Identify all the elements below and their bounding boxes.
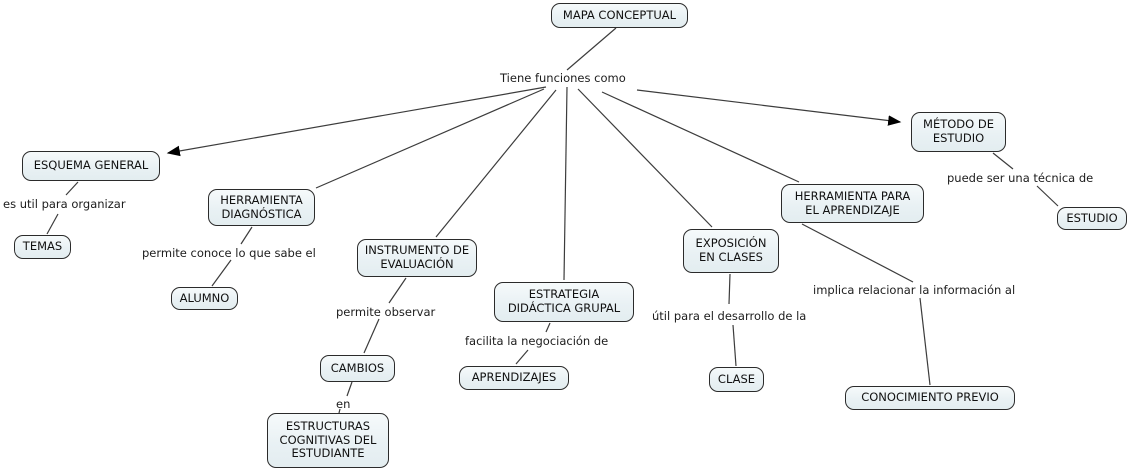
phrase-permite-observar[interactable]: permite observar [336, 305, 436, 319]
node-alumno[interactable]: ALUMNO [171, 287, 238, 310]
edge-instrumento-to-permiteobservar [388, 277, 407, 304]
node-herramienta-aprendizaje[interactable]: HERRAMIENTA PARA EL APRENDIZAJE [781, 184, 924, 223]
edge-herraprend-to-implica [801, 223, 914, 283]
edge-facilita-to-aprendizajes [515, 349, 529, 365]
edge-implica-to-conocimiento [919, 297, 931, 386]
node-metodo-de-estudio[interactable]: MÉTODO DE ESTUDIO [911, 112, 1006, 152]
edge-exposicion-to-util [728, 273, 731, 305]
edge-estrategia-to-facilita [545, 322, 551, 333]
edge-util-to-clase [732, 324, 737, 367]
edge-metodo-to-puedeser [992, 152, 1014, 170]
edge-esquema-to-esutil [65, 181, 79, 196]
phrase-es-util-para-organizar[interactable]: es util para organizar [3, 197, 126, 211]
phrase-puede-ser-tecnica[interactable]: puede ser una técnica de [947, 171, 1094, 185]
node-herramienta-diagnostica[interactable]: HERRAMIENTA DIAGNÓSTICA [208, 189, 315, 226]
phrase-implica-relacionar[interactable]: implica relacionar la información al [813, 283, 1016, 297]
edge-tiene-to-exposicion [577, 88, 713, 228]
node-exposicion-en-clases[interactable]: EXPOSICIÓN EN CLASES [683, 229, 779, 273]
node-estudio[interactable]: ESTUDIO [1057, 207, 1127, 230]
edge-tiene-to-estrategia [563, 86, 568, 281]
edge-cambios-to-en [346, 381, 353, 397]
node-instrumento-de-evaluacion[interactable]: INSTRUMENTO DE EVALUACIÓN [357, 239, 477, 277]
node-temas[interactable]: TEMAS [14, 235, 71, 259]
node-esquema-general[interactable]: ESQUEMA GENERAL [22, 151, 160, 181]
edge-tiene-to-metodo-arrow [636, 89, 902, 126]
edge-en-to-estructuras [338, 408, 341, 414]
edge-permiteobservar-to-cambios [363, 318, 380, 354]
edge-tiene-to-instrumento [435, 89, 557, 238]
node-conocimiento-previo[interactable]: CONOCIMIENTO PREVIO [845, 386, 1015, 410]
edge-puedeser-to-estudio [1036, 185, 1059, 207]
edge-tiene-to-herramienta-diagnostica [315, 88, 545, 189]
node-cambios[interactable]: CAMBIOS [320, 355, 395, 382]
phrase-en[interactable]: en [336, 397, 351, 411]
node-estrategia-didactica[interactable]: ESTRATEGIA DIDÁCTICA GRUPAL [494, 282, 634, 322]
node-estructuras-cognitivas[interactable]: ESTRUCTURAS COGNITIVAS DEL ESTUDIANTE [267, 413, 389, 468]
phrase-permite-conoce[interactable]: permite conoce lo que sabe el [142, 246, 316, 260]
edge-permiteconoce-to-alumno [211, 259, 232, 287]
edge-mapa-to-tiene [566, 27, 617, 71]
phrase-tiene-funciones-como[interactable]: Tiene funciones como [500, 71, 626, 85]
phrase-util-para-desarrollo[interactable]: útil para el desarrollo de la [652, 309, 807, 323]
node-mapa-conceptual[interactable]: MAPA CONCEPTUAL [551, 3, 688, 28]
phrase-facilita-negociacion[interactable]: facilita la negociación de [465, 334, 609, 348]
node-clase[interactable]: CLASE [709, 367, 764, 392]
node-aprendizajes[interactable]: APRENDIZAJES [459, 366, 569, 390]
edge-herrdiag-to-permiteconoce [240, 226, 253, 245]
edge-tiene-to-esquema-arrow [166, 86, 547, 157]
edge-tiene-to-herramienta-aprendizaje [601, 91, 800, 183]
edge-esutil-to-temas [46, 213, 59, 235]
